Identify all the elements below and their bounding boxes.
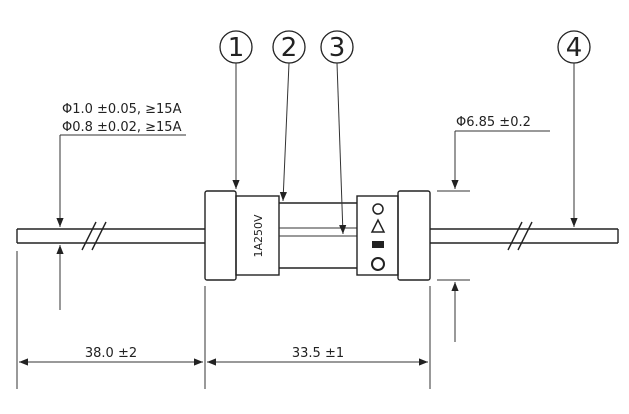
extension-lines [16, 251, 431, 389]
right-lead-wire [430, 221, 619, 251]
ccc-mark-icon [371, 257, 385, 271]
callout-3-label: 3 [329, 33, 346, 63]
lead-length-label: 38.0 ±2 [85, 346, 137, 361]
body-diameter-dimension: Φ6.85 ±0.2 [437, 115, 550, 342]
body-length-label: 33.5 ±1 [292, 346, 344, 361]
callout-4-label: 4 [566, 33, 583, 63]
glass-tube [279, 202, 357, 269]
certification-marks [370, 203, 386, 271]
fuse-rating-marking: 1A250V [252, 214, 265, 258]
right-end-cap [356, 190, 431, 281]
body-diameter-label: Φ6.85 ±0.2 [456, 115, 531, 130]
lead-diameter-dimension: Φ1.0 ±0.05, ≥15A Φ0.8 ±0.02, ≥15A [56, 102, 186, 310]
callout-1-label: 1 [228, 33, 245, 63]
callout-4: 4 [557, 30, 591, 227]
callout-2-label: 2 [281, 33, 298, 63]
lead-length-dimension: 38.0 ±2 [19, 346, 203, 366]
lead-diameter-1-label: Φ1.0 ±0.05, ≥15A [62, 102, 182, 117]
pse-mark-icon [372, 203, 384, 215]
callout-2: 2 [272, 30, 306, 202]
left-lead-wire [16, 221, 205, 251]
lead-diameter-2-label: Φ0.8 ±0.02, ≥15A [62, 120, 182, 135]
callout-1: 1 [219, 30, 253, 189]
left-end-cap: 1A250V [204, 190, 280, 281]
triangle-mark-icon [370, 218, 386, 233]
body-length-dimension: 33.5 ±1 [207, 346, 428, 366]
callout-3: 3 [320, 30, 354, 235]
bsi-mark-icon [372, 241, 384, 248]
